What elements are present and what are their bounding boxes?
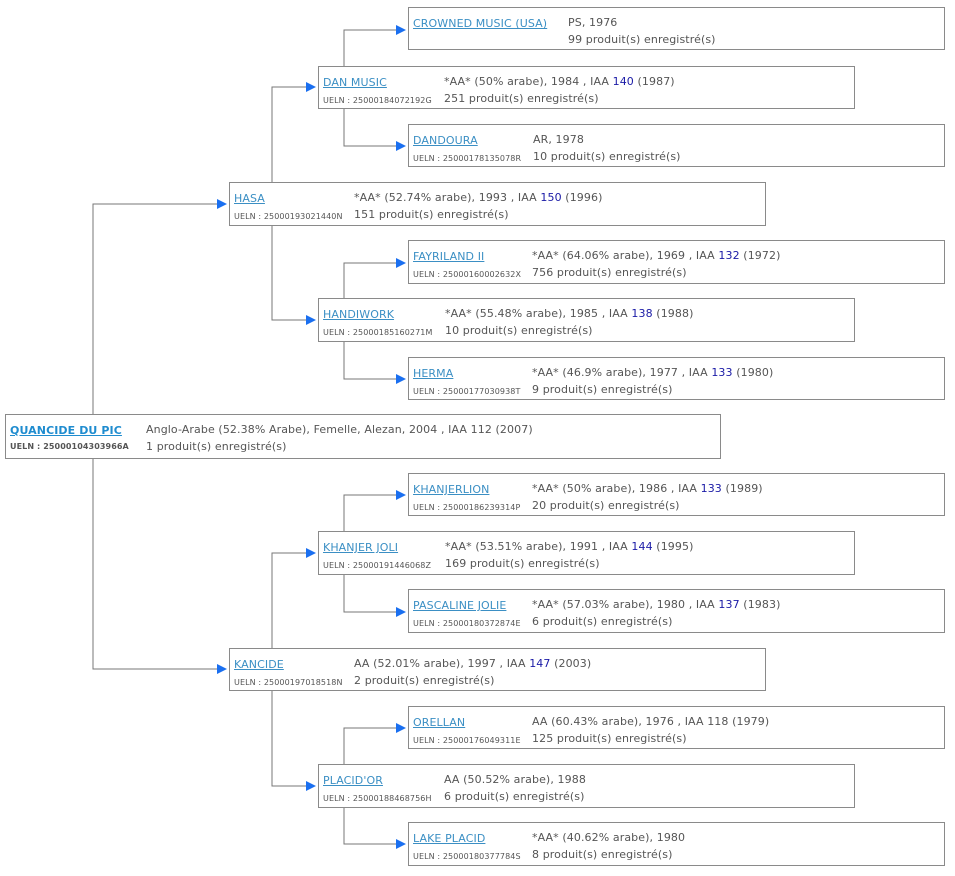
products-count: 10 produit(s) enregistré(s) bbox=[445, 324, 593, 337]
horse-description: *AA* (50% arabe), 1984 , IAA 140 (1987) bbox=[444, 75, 675, 88]
horse-name-link[interactable]: ORELLAN bbox=[413, 716, 466, 729]
horse-name-link[interactable]: KHANJERLION bbox=[413, 483, 490, 496]
iaa-value: 132 bbox=[718, 249, 740, 262]
node-dandoura: DANDOURA UELN : 25000178135078R AR, 1978… bbox=[408, 124, 945, 167]
ueln-code: UELN : 25000180377784S bbox=[413, 852, 521, 861]
horse-description: *AA* (53.51% arabe), 1991 , IAA 144 (199… bbox=[445, 540, 694, 553]
horse-description: AR, 1978 bbox=[533, 133, 584, 146]
products-count: 251 produit(s) enregistré(s) bbox=[444, 92, 599, 105]
horse-name-link[interactable]: FAYRILAND II bbox=[413, 250, 485, 263]
node-orellan: ORELLAN UELN : 25000176049311E AA (60.43… bbox=[408, 706, 945, 749]
ueln-code: UELN : 25000193021440N bbox=[234, 212, 343, 221]
node-khanjerlion: KHANJERLION UELN : 25000186239314P *AA* … bbox=[408, 473, 945, 516]
products-count: 1 produit(s) enregistré(s) bbox=[146, 440, 287, 453]
node-herma: HERMA UELN : 25000177030938T *AA* (46.9%… bbox=[408, 357, 945, 400]
horse-name-link[interactable]: DANDOURA bbox=[413, 134, 478, 147]
horse-name-link[interactable]: KANCIDE bbox=[234, 658, 284, 671]
iaa-value: 150 bbox=[540, 191, 562, 204]
horse-description: *AA* (52.74% arabe), 1993 , IAA 150 (199… bbox=[354, 191, 603, 204]
horse-description: AA (60.43% arabe), 1976 , IAA 118 (1979) bbox=[532, 715, 770, 728]
iaa-value: 147 bbox=[529, 657, 551, 670]
horse-description: PS, 1976 bbox=[568, 16, 618, 29]
iaa-value: 138 bbox=[631, 307, 653, 320]
node-placidor: PLACID'OR UELN : 25000188468756H AA (50.… bbox=[318, 764, 855, 808]
horse-description: *AA* (55.48% arabe), 1985 , IAA 138 (198… bbox=[445, 307, 694, 320]
horse-name-link[interactable]: KHANJER JOLI bbox=[323, 541, 399, 554]
ueln-code: UELN : 25000186239314P bbox=[413, 503, 521, 512]
horse-name-link[interactable]: HERMA bbox=[413, 367, 454, 380]
products-count: 10 produit(s) enregistré(s) bbox=[533, 150, 681, 163]
node-khanjer-joli: KHANJER JOLI UELN : 25000191446068Z *AA*… bbox=[318, 531, 855, 575]
horse-name-link[interactable]: HASA bbox=[234, 192, 265, 205]
products-count: 99 produit(s) enregistré(s) bbox=[568, 33, 716, 46]
ueln-code: UELN : 25000178135078R bbox=[413, 154, 522, 163]
horse-description: AA (50.52% arabe), 1988 bbox=[444, 773, 586, 786]
products-count: 20 produit(s) enregistré(s) bbox=[532, 499, 680, 512]
ueln-code: UELN : 25000160002632X bbox=[413, 270, 522, 279]
products-count: 756 produit(s) enregistré(s) bbox=[532, 266, 687, 279]
ueln-code: UELN : 25000176049311E bbox=[413, 736, 521, 745]
node-fayriland-ii: FAYRILAND II UELN : 25000160002632X *AA*… bbox=[408, 240, 945, 284]
ueln-code: UELN : 25000180372874E bbox=[413, 619, 521, 628]
products-count: 151 produit(s) enregistré(s) bbox=[354, 208, 509, 221]
iaa-value: 144 bbox=[631, 540, 653, 553]
products-count: 125 produit(s) enregistré(s) bbox=[532, 732, 687, 745]
ueln-code: UELN : 25000185160271M bbox=[323, 328, 433, 337]
products-count: 9 produit(s) enregistré(s) bbox=[532, 383, 673, 396]
horse-name-link[interactable]: CROWNED MUSIC (USA) bbox=[413, 17, 548, 30]
ueln-code: UELN : 25000197018518N bbox=[234, 678, 343, 687]
horse-name-link[interactable]: PASCALINE JOLIE bbox=[413, 599, 507, 612]
node-hasa: HASA UELN : 25000193021440N *AA* (52.74%… bbox=[229, 182, 766, 226]
node-kancide: KANCIDE UELN : 25000197018518N AA (52.01… bbox=[229, 648, 766, 691]
products-count: 8 produit(s) enregistré(s) bbox=[532, 848, 673, 861]
products-count: 169 produit(s) enregistré(s) bbox=[445, 557, 600, 570]
node-dan-music: DAN MUSIC UELN : 25000184072192G *AA* (5… bbox=[318, 66, 855, 109]
horse-name-link[interactable]: HANDIWORK bbox=[323, 308, 395, 321]
products-count: 6 produit(s) enregistré(s) bbox=[444, 790, 585, 803]
ueln-code: UELN : 25000177030938T bbox=[413, 387, 521, 396]
horse-description: *AA* (50% arabe), 1986 , IAA 133 (1989) bbox=[532, 482, 763, 495]
node-crowned-music: CROWNED MUSIC (USA) PS, 1976 99 produit(… bbox=[408, 7, 945, 50]
horse-description: *AA* (57.03% arabe), 1980 , IAA 137 (198… bbox=[532, 598, 781, 611]
node-handiwork: HANDIWORK UELN : 25000185160271M *AA* (5… bbox=[318, 298, 855, 342]
iaa-value: 137 bbox=[718, 598, 740, 611]
products-count: 2 produit(s) enregistré(s) bbox=[354, 674, 495, 687]
horse-description: AA (52.01% arabe), 1997 , IAA 147 (2003) bbox=[354, 657, 592, 670]
ueln-code: UELN : 25000188468756H bbox=[323, 794, 432, 803]
horse-description: Anglo-Arabe (52.38% Arabe), Femelle, Ale… bbox=[146, 423, 533, 436]
horse-description: *AA* (40.62% arabe), 1980 bbox=[532, 831, 686, 844]
horse-description: *AA* (46.9% arabe), 1977 , IAA 133 (1980… bbox=[532, 366, 774, 379]
node-lake-placid: LAKE PLACID UELN : 25000180377784S *AA* … bbox=[408, 822, 945, 866]
ueln-code: UELN : 25000191446068Z bbox=[323, 561, 432, 570]
iaa-value: 133 bbox=[700, 482, 722, 495]
iaa-value: 140 bbox=[612, 75, 634, 88]
products-count: 6 produit(s) enregistré(s) bbox=[532, 615, 673, 628]
horse-name-link[interactable]: DAN MUSIC bbox=[323, 76, 387, 89]
horse-name-link[interactable]: LAKE PLACID bbox=[413, 832, 486, 845]
iaa-value: 133 bbox=[711, 366, 733, 379]
ueln-code: UELN : 25000104303966A bbox=[10, 442, 129, 451]
node-pascaline-jolie: PASCALINE JOLIE UELN : 25000180372874E *… bbox=[408, 589, 945, 633]
horse-description: *AA* (64.06% arabe), 1969 , IAA 132 (197… bbox=[532, 249, 781, 262]
node-quancide-du-pic: QUANCIDE DU PIC UELN : 25000104303966A A… bbox=[5, 414, 721, 459]
horse-name-link[interactable]: QUANCIDE DU PIC bbox=[10, 424, 122, 437]
ueln-code: UELN : 25000184072192G bbox=[323, 96, 432, 105]
horse-name-link[interactable]: PLACID'OR bbox=[323, 774, 383, 787]
